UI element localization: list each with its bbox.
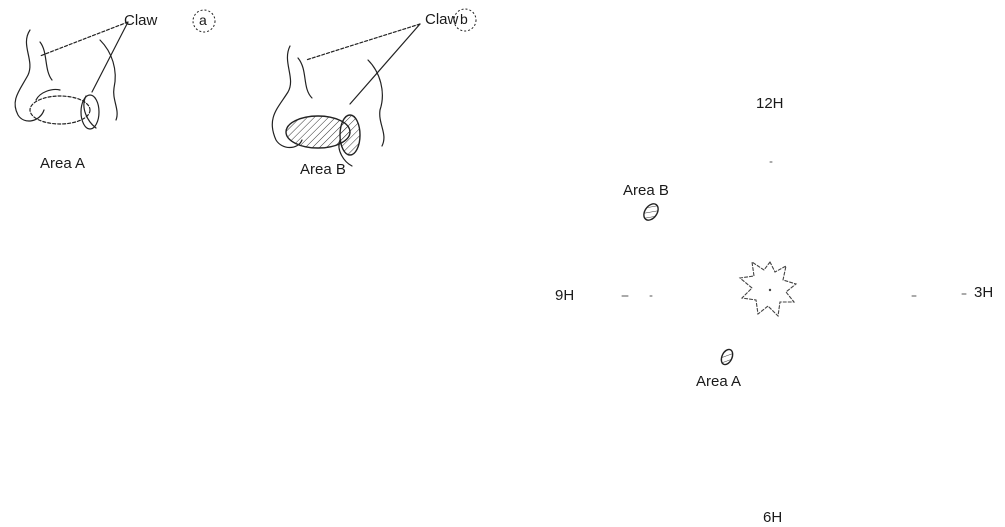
area-a-oval-icon xyxy=(720,348,734,366)
claw-a-outline xyxy=(99,39,118,121)
claw-a-marker: a xyxy=(199,12,207,28)
area-a-shape xyxy=(29,95,91,125)
claw-a-leader-line xyxy=(91,21,129,93)
area-a-end xyxy=(80,94,100,130)
hour-12-label: 12H xyxy=(756,95,784,112)
area-b-label-clock: Area B xyxy=(623,182,669,199)
claw-a-marker-circle xyxy=(192,9,216,33)
center-gear-icon xyxy=(738,260,798,318)
claw-a-outline xyxy=(39,41,53,81)
claw-b-leader-line xyxy=(305,23,421,61)
claw-b-marker: b xyxy=(460,11,468,27)
center-dot xyxy=(768,288,772,292)
claw-b-outline xyxy=(297,57,313,99)
claw-a-outline xyxy=(14,29,45,122)
area-b-end xyxy=(339,114,361,156)
area-a-label-left: Area A xyxy=(40,155,86,172)
hour-6-label: 6H xyxy=(763,509,783,526)
area-b-label-middle: Area B xyxy=(300,161,346,178)
claw-b-outline xyxy=(367,59,385,147)
claw-a-leader-line xyxy=(39,21,129,57)
area-a-label-clock: Area A xyxy=(696,373,742,390)
claw-b-marker-circle xyxy=(453,8,477,32)
claw-b-label: Claw xyxy=(425,11,459,28)
area-b-oval-icon xyxy=(643,203,659,221)
claw-a-outline xyxy=(83,95,97,129)
hour-9-label: 9H xyxy=(555,287,575,304)
claw-a-outline xyxy=(35,88,61,101)
claw-a-label: Claw xyxy=(124,12,158,29)
hour-3-label: 3H xyxy=(974,284,994,301)
claw-b-outline xyxy=(271,45,303,149)
claw-b-leader-line xyxy=(349,23,421,105)
